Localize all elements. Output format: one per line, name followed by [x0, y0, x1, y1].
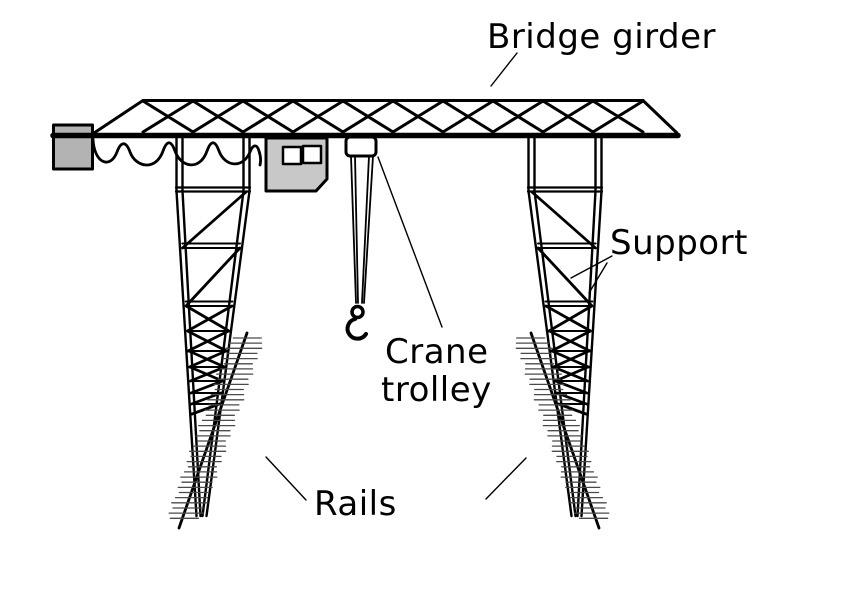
support-leader-1: [570, 255, 613, 279]
crane-trolley-label-line1: Crane: [385, 332, 489, 372]
bridge-girder-label: Bridge girder: [487, 17, 716, 57]
leg-rungs: [181, 242, 241, 405]
rails-leader-left: [265, 456, 307, 501]
support-leader-2: [588, 262, 608, 294]
operator-cabin: [264, 136, 329, 193]
crane-trolley-leader: [377, 156, 443, 328]
cabin-window-left: [281, 145, 303, 166]
hook-ring: [350, 304, 365, 320]
leg-diagonals: [181, 190, 248, 416]
leader-lines: [265, 52, 613, 501]
hoist-hook-icon: [345, 317, 368, 341]
bridge-girder-leader: [490, 52, 518, 87]
crane-trolley-assembly: [344, 135, 378, 341]
right-support-assembly: [514, 134, 611, 530]
equipment-box: [52, 123, 94, 171]
support-leg: [174, 134, 252, 518]
left-support-assembly: [168, 134, 263, 530]
bridge-girder-truss: [50, 99, 681, 139]
support-label: Support: [610, 223, 748, 263]
rails-label: Rails: [314, 484, 397, 524]
hoist-ropes: [350, 155, 374, 304]
cabin-window-right: [301, 144, 323, 165]
festoon-cable: [91, 137, 263, 167]
rail-hatching: [168, 337, 263, 519]
girder-lattice: [141, 99, 645, 134]
rails-leader-right: [485, 457, 527, 500]
crane-trolley-label-line2: trolley: [381, 370, 492, 410]
girder-end-diagonals: [92, 99, 679, 135]
trolley-body: [344, 135, 378, 158]
